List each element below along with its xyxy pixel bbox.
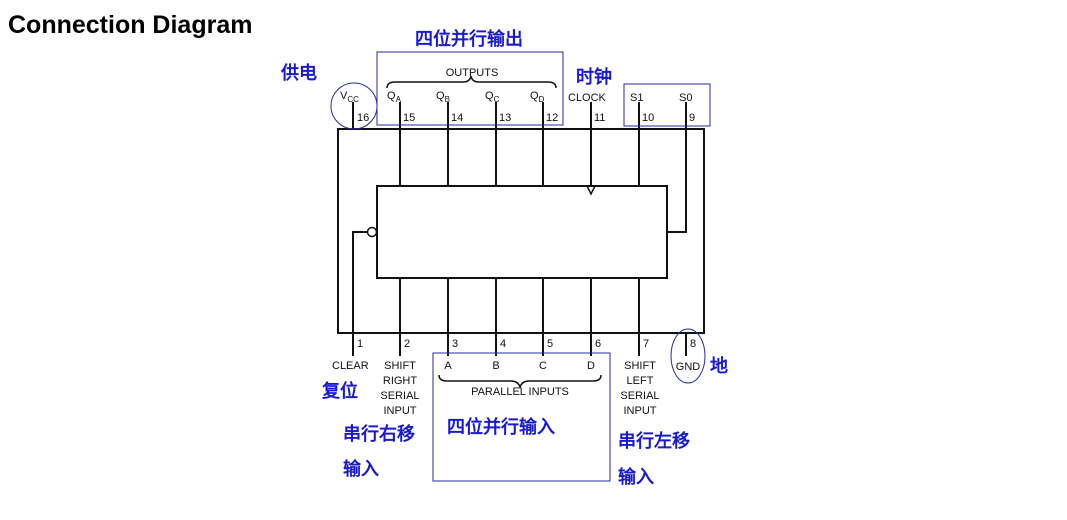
pin8-label: GND xyxy=(676,361,701,373)
annotation-shift-right-line1: 串行右移 xyxy=(343,423,415,445)
annotation-ground: 地 xyxy=(710,355,728,377)
pin8-number: 8 xyxy=(690,338,696,350)
page-title: Connection Diagram xyxy=(8,11,252,39)
pin7-label-line1: SHIFT xyxy=(624,360,656,372)
pin13-number: 13 xyxy=(499,112,511,124)
pin4-number: 4 xyxy=(500,338,506,350)
pin11-label: CLOCK xyxy=(568,92,607,104)
pin2-label-line1: SHIFT xyxy=(384,360,416,372)
annotation-shift-left-line2: 输入 xyxy=(618,466,654,488)
pin10-label: S1 xyxy=(630,92,643,104)
annotation-power: 供电 xyxy=(280,62,317,84)
pin6-label: D xyxy=(587,360,595,372)
pin7-label-line4: INPUT xyxy=(624,405,657,417)
logic-block xyxy=(376,185,668,279)
pin7-label-line2: LEFT xyxy=(627,375,654,387)
pin2-label-line3: SERIAL xyxy=(380,390,419,402)
pin1-number: 1 xyxy=(357,338,363,350)
annotation-parallel-out: 四位并行输出 xyxy=(415,28,523,50)
annotation-clock: 时钟 xyxy=(576,66,612,88)
pin9-label: S0 xyxy=(679,92,692,104)
pin9-number: 9 xyxy=(689,112,695,124)
pin3-label: A xyxy=(444,360,452,372)
pin5-number: 5 xyxy=(547,338,553,350)
parallel-inputs-label: PARALLEL INPUTS xyxy=(471,386,569,398)
pin12-label: QD xyxy=(530,90,545,104)
clear-wire xyxy=(352,231,367,356)
clock-edge-indicator xyxy=(586,185,596,196)
select-highlight-box xyxy=(623,83,711,127)
pin11-number: 11 xyxy=(594,112,605,124)
pin2-label-line2: RIGHT xyxy=(383,375,418,387)
pin3-number: 3 xyxy=(452,338,458,350)
outputs-brace xyxy=(386,75,557,89)
pin15-number: 15 xyxy=(403,112,415,124)
pin16-label: VCC xyxy=(340,90,359,104)
parallel-inputs-brace xyxy=(438,374,602,390)
pin7-number: 7 xyxy=(643,338,649,350)
parallel-inputs-highlight-box xyxy=(432,352,611,482)
outputs-highlight-box xyxy=(376,51,564,126)
gnd-highlight-circle xyxy=(670,328,706,384)
pin16-number: 16 xyxy=(357,112,369,124)
pin12-number: 12 xyxy=(546,112,558,124)
annotation-shift-left-line1: 串行左移 xyxy=(618,430,690,452)
pin7-label-line3: SERIAL xyxy=(620,390,659,402)
pin10-number: 10 xyxy=(642,112,654,124)
outputs-label: OUTPUTS xyxy=(446,67,499,79)
ic-package-outline xyxy=(337,128,705,334)
pin5-label: C xyxy=(539,360,547,372)
pin2-number: 2 xyxy=(404,338,410,350)
s0-wire xyxy=(667,102,687,233)
pin14-label: QB xyxy=(436,90,450,104)
pin14-number: 14 xyxy=(451,112,463,124)
pin2-label-line4: INPUT xyxy=(384,405,417,417)
clear-inversion-bubble xyxy=(366,226,378,238)
pin1-label: CLEAR xyxy=(332,360,369,372)
pin15-label: QA xyxy=(387,90,402,104)
annotation-reset: 复位 xyxy=(321,380,358,402)
annotation-parallel-in: 四位并行输入 xyxy=(447,416,555,438)
pin13-label: QC xyxy=(485,90,500,104)
pin6-number: 6 xyxy=(595,338,601,350)
annotation-shift-right-line2: 输入 xyxy=(343,458,379,480)
pin4-label: B xyxy=(492,360,499,372)
